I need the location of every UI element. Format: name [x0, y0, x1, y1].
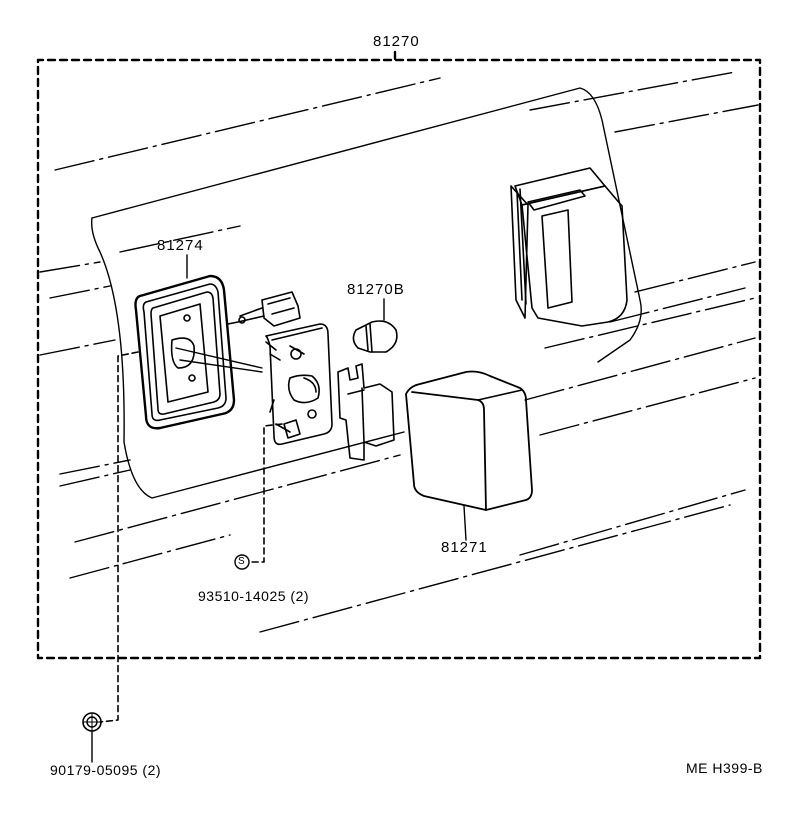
body-guide-lines — [39, 71, 759, 633]
body-panel — [90, 87, 642, 499]
label-81274: 81274 — [157, 237, 204, 254]
label-81270: 81270 — [373, 33, 420, 50]
assembly-boundary — [36, 50, 762, 660]
screw-symbol — [234, 554, 250, 570]
label-81271: 81271 — [441, 539, 488, 556]
label-screw-symbol: S — [238, 556, 246, 567]
dashed-relation-lines — [99, 351, 283, 723]
label-90179-05095: 90179-05095 (2) — [50, 762, 162, 778]
mounting-bracket — [337, 363, 395, 461]
lens-cover — [405, 370, 533, 511]
bulb — [352, 320, 398, 353]
socket-plate — [265, 323, 333, 446]
harness-connector — [227, 291, 301, 327]
label-81270b: 81270B — [347, 281, 405, 298]
leader-lines — [91, 254, 467, 763]
lens-gasket — [134, 274, 263, 430]
far-side-lamp — [510, 167, 628, 327]
nut-symbol — [82, 712, 102, 732]
diagram-reference: ME H399-B — [686, 760, 763, 776]
label-93510-14025: 93510-14025 (2) — [198, 588, 310, 604]
